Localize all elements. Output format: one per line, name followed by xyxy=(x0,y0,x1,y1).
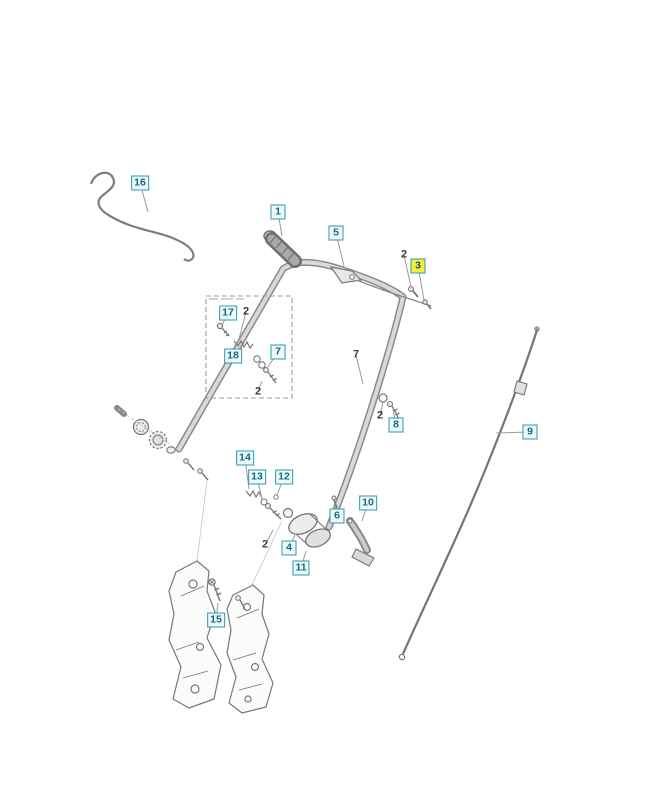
leader-line-2-kit-bottom xyxy=(257,380,263,393)
handle-grip xyxy=(263,230,302,268)
callout-13[interactable]: 13 xyxy=(248,469,266,485)
mount-bracket-left xyxy=(168,560,222,709)
bolt-kit-parts xyxy=(216,322,277,384)
callout-9[interactable]: 9 xyxy=(522,424,538,440)
callout-5[interactable]: 5 xyxy=(328,225,344,241)
callout-4[interactable]: 4 xyxy=(281,540,297,556)
callout-14[interactable]: 14 xyxy=(236,450,254,466)
callout-2-kit-top: 2 xyxy=(242,305,250,318)
callout-11[interactable]: 11 xyxy=(292,560,310,576)
callout-1[interactable]: 1 xyxy=(270,204,286,220)
cable-wire xyxy=(89,171,195,262)
tube-washer-bolt xyxy=(378,393,400,420)
callout-15[interactable]: 15 xyxy=(207,612,225,628)
leader-line-2-clamp xyxy=(264,529,274,546)
callout-16[interactable]: 16 xyxy=(131,175,149,191)
callout-7-tube: 7 xyxy=(352,348,360,361)
leader-line-2-tube xyxy=(379,401,384,417)
leader-line-2-kit-top xyxy=(238,311,247,340)
callout-17[interactable]: 17 xyxy=(219,305,237,321)
leader-line-7-tube xyxy=(355,354,364,385)
callout-12[interactable]: 12 xyxy=(275,469,293,485)
knob-assembly xyxy=(114,405,209,562)
mount-bracket-right xyxy=(226,584,274,714)
center-bolt-assembly xyxy=(245,489,283,586)
bail-lever xyxy=(346,517,375,567)
hardware-kit-box xyxy=(205,295,293,399)
callout-2-top: 2 xyxy=(400,248,408,261)
callout-7-kit[interactable]: 7 xyxy=(270,344,286,360)
cable-rod xyxy=(398,326,540,661)
callout-3-highlighted[interactable]: 3 xyxy=(410,258,426,274)
handle-clamp xyxy=(282,507,331,548)
callout-2-tube: 2 xyxy=(376,409,384,422)
callout-8[interactable]: 8 xyxy=(388,417,404,433)
callout-2-kit-bottom: 2 xyxy=(254,385,262,398)
callout-18[interactable]: 18 xyxy=(224,348,242,364)
pin-part xyxy=(331,495,338,509)
throttle-control xyxy=(329,266,432,307)
callout-2-clamp: 2 xyxy=(261,538,269,551)
bracket-screws xyxy=(208,578,246,610)
leader-line-2-top xyxy=(403,254,412,288)
callout-10[interactable]: 10 xyxy=(359,495,377,511)
callout-6[interactable]: 6 xyxy=(329,508,345,524)
